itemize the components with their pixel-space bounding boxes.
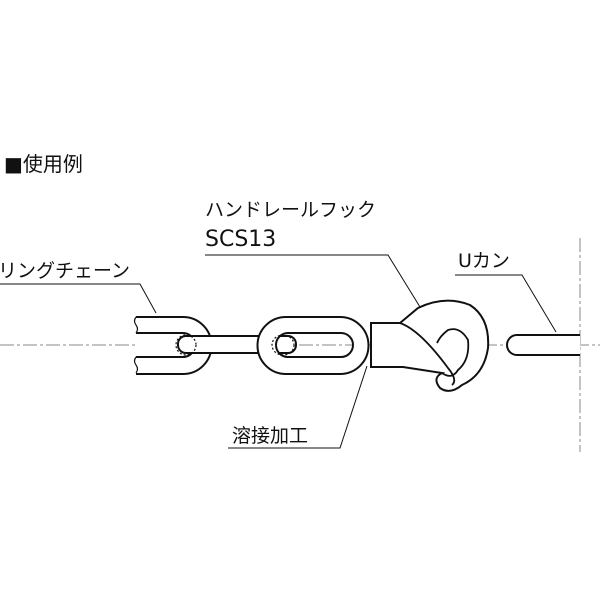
section-title: ■使用例 xyxy=(4,152,83,176)
hook-name-label: ハンドレールフック xyxy=(205,199,377,221)
u-kan-leader xyxy=(455,274,557,333)
chain-leader xyxy=(0,283,157,314)
chain-label: リングチェーン xyxy=(0,260,131,282)
hook-material-label: SCS13 xyxy=(205,227,277,252)
welding-label: 溶接加工 xyxy=(232,425,309,447)
chain-link xyxy=(256,316,370,375)
u-kan-rod xyxy=(506,334,580,356)
welding-leader xyxy=(228,365,368,449)
hook-leader xyxy=(205,254,421,308)
u-kan-label: Uカン xyxy=(458,250,510,272)
